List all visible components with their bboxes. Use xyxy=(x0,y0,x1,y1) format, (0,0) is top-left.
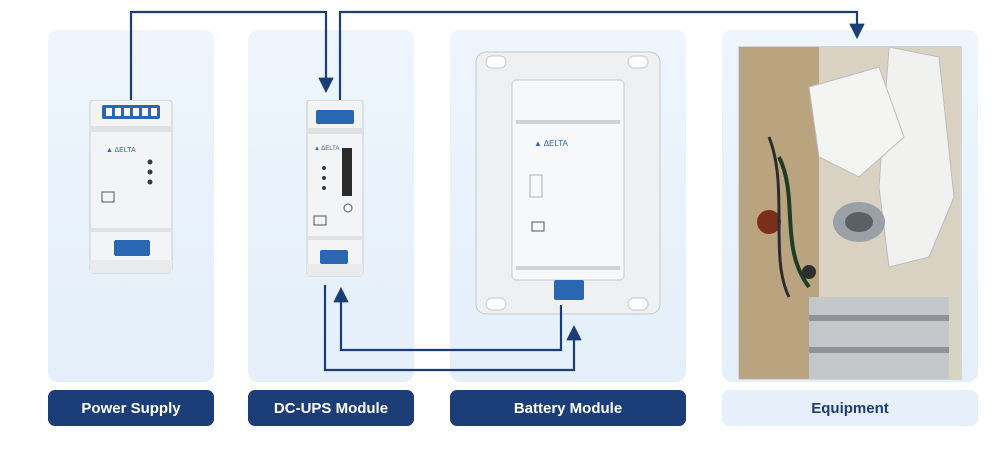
label-battery-module: Battery Module xyxy=(450,390,686,426)
wire-battery-to-ups xyxy=(333,286,563,352)
wire-ps-to-ups xyxy=(129,10,334,100)
label-equipment: Equipment xyxy=(722,390,978,426)
robot-arm-photo xyxy=(738,46,962,380)
svg-text:▲ ΔELTA: ▲ ΔELTA xyxy=(314,146,339,152)
svg-text:▲ ΔELTA: ▲ ΔELTA xyxy=(534,139,569,148)
wire-ups-to-battery xyxy=(323,285,582,372)
label-dc-ups-module: DC-UPS Module xyxy=(248,390,414,426)
dc-ups-device: ▲ ΔELTA xyxy=(306,100,364,277)
label-power-supply: Power Supply xyxy=(48,390,214,426)
wire-ups-to-equipment xyxy=(338,10,865,100)
power-supply-device: ▲ ΔELTA xyxy=(89,100,173,274)
battery-device: ▲ ΔELTA xyxy=(475,51,661,315)
svg-text:▲ ΔELTA: ▲ ΔELTA xyxy=(106,147,136,154)
